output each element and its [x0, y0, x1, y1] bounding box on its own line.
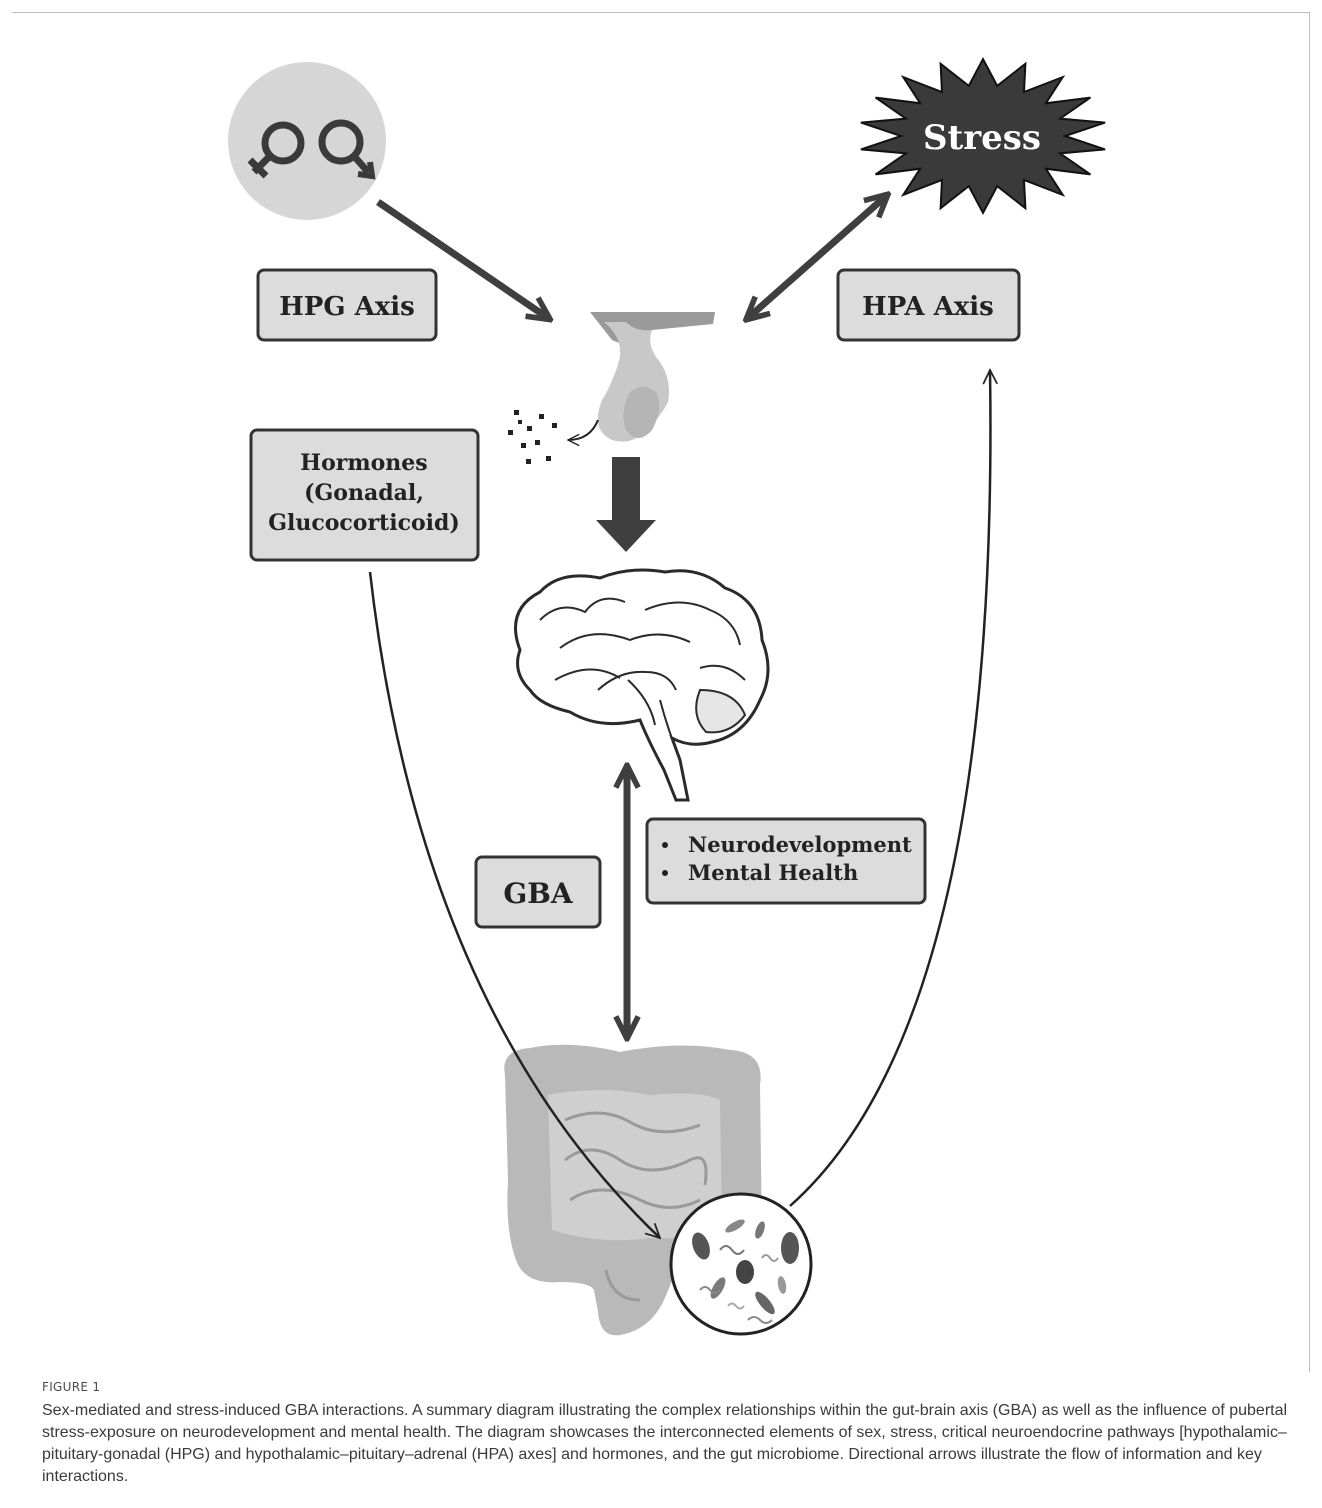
hormones-line-1: Hormones — [300, 450, 427, 476]
gba-box: GBA — [474, 855, 602, 929]
hormones-line-2: (Gonadal, — [304, 480, 424, 506]
pituitary-to-brain-arrow — [596, 457, 656, 552]
hormones-line-3: Glucocorticoid) — [268, 510, 460, 536]
sex-symbols-icon — [228, 62, 386, 220]
stress-burst-icon: Stress — [860, 56, 1106, 216]
outcome-item: Mental Health — [688, 860, 858, 885]
microbiome-to-hpa-arrow — [789, 370, 990, 1207]
stress-label: Stress — [923, 118, 1041, 158]
hormone-particles-icon — [508, 410, 557, 464]
figure-panel — [12, 12, 1310, 1372]
microbiome-icon — [669, 1192, 813, 1336]
diagram-canvas: Stress HPG Axis HPA Axis Hormones (Go — [228, 56, 1106, 1336]
gba-label: GBA — [503, 877, 574, 910]
pituitary-gland-icon — [590, 312, 715, 442]
outcome-item: Neurodevelopment — [688, 832, 912, 857]
figure-label: FIGURE 1 — [42, 1380, 101, 1394]
brain-icon — [514, 568, 770, 802]
figure-caption: Sex-mediated and stress-induced GBA inte… — [42, 1402, 1288, 1485]
hpg-axis-box: HPG Axis — [256, 268, 438, 342]
outcomes-box: Neurodevelopment Mental Health — [645, 817, 927, 905]
stress-pituitary-arrow — [748, 196, 886, 318]
secretion-arrow — [568, 419, 599, 440]
hpa-axis-box: HPA Axis — [836, 268, 1021, 342]
hpg-axis-label: HPG Axis — [279, 292, 415, 322]
sex-to-pituitary-arrow — [376, 199, 548, 318]
hormones-box: Hormones (Gonadal, Glucocorticoid) — [249, 428, 480, 562]
hormones-to-microbiome-arrow — [368, 571, 660, 1238]
hpa-axis-label: HPA Axis — [862, 292, 994, 322]
